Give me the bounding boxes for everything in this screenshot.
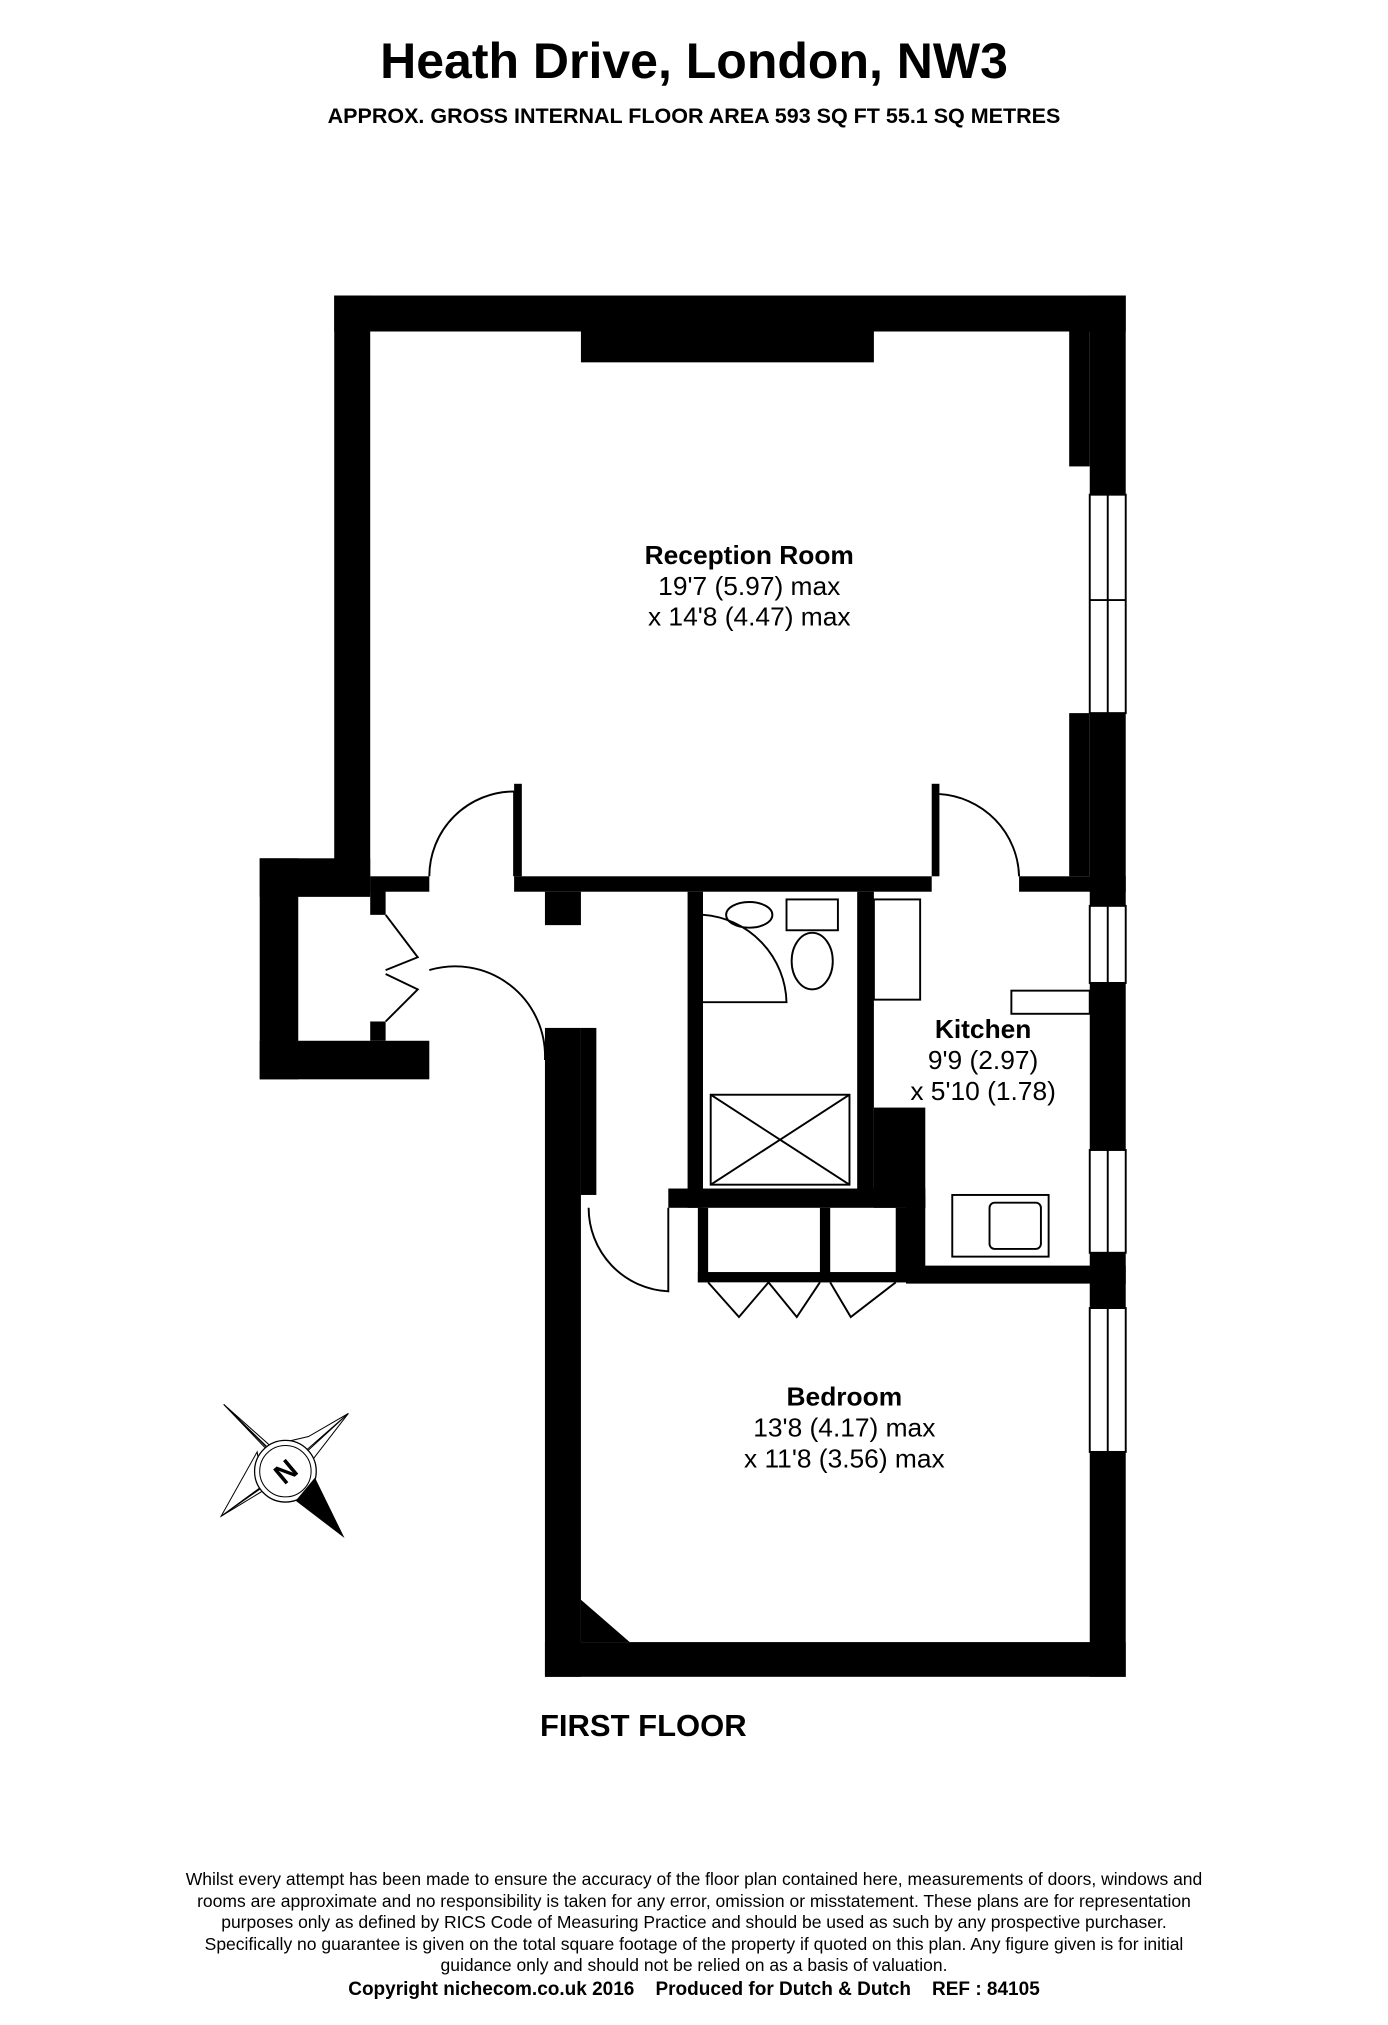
disclaimer-line: Whilst every attempt has been made to en…	[185, 1869, 1203, 1889]
reception-room-name: Reception Room	[645, 540, 854, 570]
floor-area: APPROX. GROSS INTERNAL FLOOR AREA 593 SQ…	[327, 104, 1061, 128]
doors-fixtures	[384, 790, 1091, 1319]
disclaimer-line: guidance only and should not be relied o…	[440, 1955, 948, 1975]
disclaimer-line: Specifically no guarantee is given on th…	[204, 1933, 1184, 1954]
copyright-footer: Copyright nichecom.co.uk 2016 Produced f…	[348, 1979, 1040, 2000]
bedroom-name: Bedroom	[787, 1382, 903, 1412]
floor-label: FIRST FLOOR	[540, 1708, 747, 1743]
kitchen-dim1: 9'9 (2.97)	[928, 1045, 1038, 1075]
bedroom-dim1: 13'8 (4.17) max	[753, 1413, 935, 1443]
windows	[1088, 493, 1127, 1453]
reception-room-dim2: x 14'8 (4.47) max	[648, 602, 851, 632]
plan-title: Heath Drive, London, NW3	[380, 33, 1008, 89]
walls	[259, 295, 1126, 1677]
room-labels: Reception Room 19'7 (5.97) max x 14'8 (4…	[645, 540, 1056, 1473]
disclaimer: Whilst every attempt has been made to en…	[140, 1869, 1248, 1977]
bedroom-dim2: x 11'8 (3.56) max	[744, 1443, 945, 1473]
kitchen-dim2: x 5'10 (1.78)	[910, 1076, 1056, 1106]
disclaimer-line: purposes only as defined by RICS Code of…	[221, 1912, 1167, 1932]
reception-room-dim1: 19'7 (5.97) max	[658, 571, 840, 601]
kitchen-name: Kitchen	[935, 1014, 1032, 1044]
compass-icon: N	[219, 1404, 349, 1539]
disclaimer-line: rooms are approximate and no responsibil…	[197, 1890, 1191, 1911]
